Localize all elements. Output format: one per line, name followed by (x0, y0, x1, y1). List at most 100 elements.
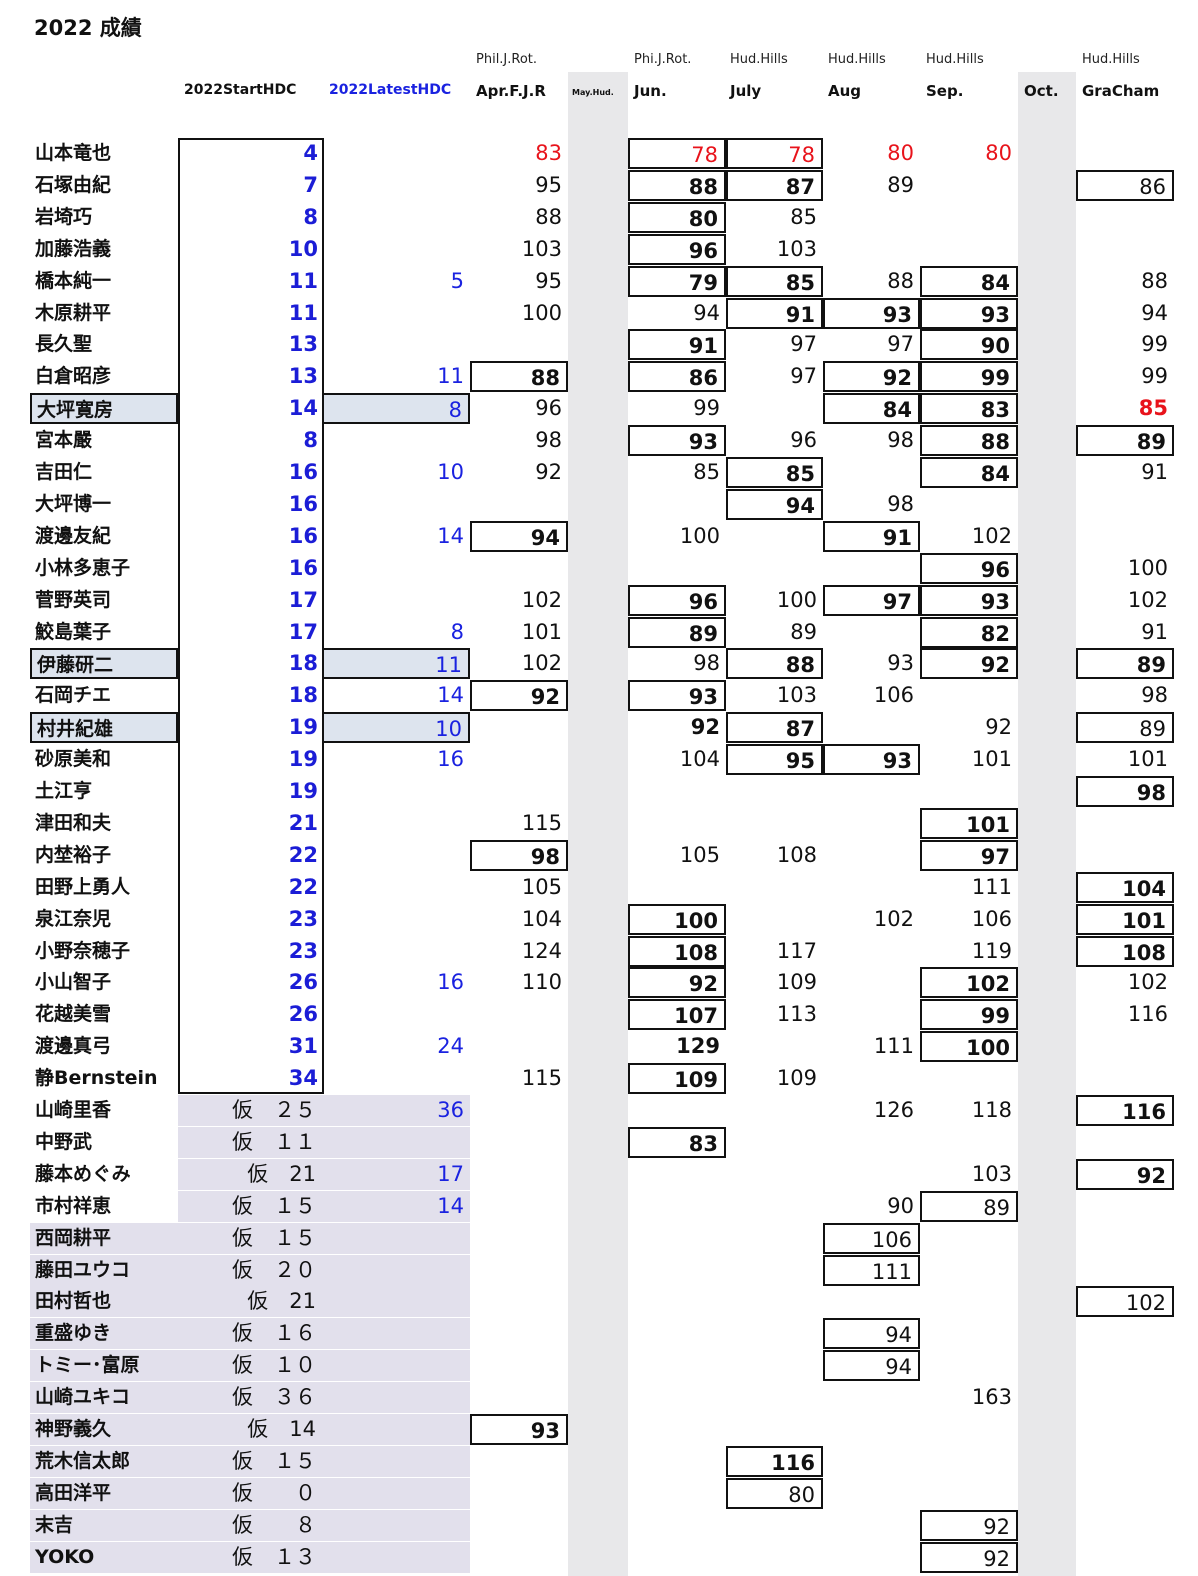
score-jul: 91 (726, 298, 823, 329)
start-hdc: 仮 １６ (178, 1318, 324, 1349)
player-name: 橋本純一 (35, 270, 112, 292)
score-jun: 107 (628, 999, 726, 1030)
latest-hdc: 24 (437, 1034, 464, 1058)
score-jul: 85 (790, 205, 817, 229)
score-jul: 85 (726, 457, 823, 488)
score-jun: 93 (628, 680, 726, 711)
oct-column-shade (1018, 72, 1076, 1576)
july-course-label: Hud.Hills (730, 52, 788, 67)
start-hdc-header: 2022StartHDC (184, 82, 297, 98)
score-apr: 83 (535, 141, 562, 165)
player-name: 泉江奈児 (35, 908, 112, 930)
score-gra: 116 (1076, 1095, 1174, 1126)
score-apr: 95 (535, 269, 562, 293)
score-apr: 124 (521, 939, 562, 963)
player-name: 石岡チエ (35, 684, 112, 706)
score-gra: 88 (1141, 269, 1168, 293)
player-name: 鮫島葉子 (35, 621, 112, 643)
score-sep: 101 (920, 808, 1018, 839)
score-gra: 89 (1076, 712, 1174, 743)
apr-course-label: Phil.J.Rot. (476, 52, 538, 67)
score-jul: 78 (726, 138, 823, 169)
latest-hdc (324, 1542, 470, 1573)
score-sep: 102 (971, 524, 1012, 548)
score-gra: 101 (1127, 747, 1168, 771)
start-hdc: 18 (288, 683, 318, 707)
start-hdc: 仮 14 (178, 1414, 324, 1445)
score-gra: 102 (1127, 588, 1168, 612)
score-apr: 92 (470, 680, 568, 711)
latest-hdc: 8 (324, 393, 470, 424)
start-hdc: 18 (288, 651, 318, 675)
start-hdc: 14 (288, 396, 318, 420)
score-aug: 111 (873, 1034, 914, 1058)
start-hdc: 17 (288, 620, 318, 644)
score-sep: 92 (920, 648, 1018, 679)
score-apr: 94 (470, 521, 568, 552)
score-aug: 97 (887, 332, 914, 356)
score-jun: 91 (628, 329, 726, 360)
score-gra: 108 (1076, 936, 1174, 967)
score-jul: 95 (726, 744, 823, 775)
score-aug: 80 (887, 141, 914, 165)
score-sep: 118 (971, 1098, 1012, 1122)
score-sep: 93 (920, 585, 1018, 616)
score-sep: 96 (920, 553, 1018, 584)
score-jul: 87 (726, 712, 823, 743)
player-name: 山崎里香 (35, 1099, 112, 1121)
score-gra: 100 (1127, 556, 1168, 580)
score-apr: 102 (521, 651, 562, 675)
score-jun: 109 (628, 1063, 726, 1094)
player-name: 小野奈穂子 (35, 940, 131, 962)
score-gra: 99 (1141, 364, 1168, 388)
start-hdc: 仮 ０ (178, 1478, 324, 1509)
player-name: 木原耕平 (35, 302, 112, 324)
score-sep: 90 (920, 329, 1018, 360)
latest-hdc (324, 1478, 470, 1509)
score-jun: 96 (628, 585, 726, 616)
score-jun: 98 (693, 651, 720, 675)
july-header: July (730, 82, 762, 100)
score-apr: 101 (521, 620, 562, 644)
score-jun: 88 (628, 170, 726, 201)
score-aug: 88 (887, 269, 914, 293)
score-aug: 97 (823, 585, 920, 616)
score-apr: 93 (470, 1414, 568, 1445)
score-gra: 85 (1138, 396, 1168, 420)
score-jun: 108 (628, 936, 726, 967)
jun-course-label: Phi.J.Rot. (634, 52, 692, 67)
score-aug: 94 (823, 1350, 920, 1381)
latest-hdc: 17 (324, 1159, 470, 1190)
score-apr: 96 (535, 396, 562, 420)
start-hdc: 16 (288, 460, 318, 484)
player-name: 内埜裕子 (35, 844, 112, 866)
player-name: トミー･富原 (30, 1350, 178, 1381)
sheet-title: 2022 成績 (34, 16, 142, 40)
score-apr: 95 (535, 173, 562, 197)
start-hdc: 11 (288, 269, 318, 293)
score-aug: 93 (823, 744, 920, 775)
score-jun: 92 (690, 715, 720, 739)
score-jun: 100 (679, 524, 720, 548)
score-apr: 105 (521, 875, 562, 899)
score-gra: 104 (1076, 872, 1174, 903)
aug-header: Aug (828, 82, 862, 100)
start-hdc: 仮 １５ (178, 1223, 324, 1254)
latest-hdc (324, 1414, 470, 1445)
score-jun: 105 (679, 843, 720, 867)
sep-course-label: Hud.Hills (926, 52, 984, 67)
score-jul: 87 (726, 170, 823, 201)
start-hdc: 11 (288, 301, 318, 325)
score-jul: 113 (776, 1002, 817, 1026)
player-name: 西岡耕平 (30, 1223, 178, 1254)
score-jul: 97 (790, 364, 817, 388)
start-hdc: 仮 １５ (178, 1446, 324, 1477)
score-jul: 88 (726, 648, 823, 679)
score-gra: 91 (1141, 620, 1168, 644)
score-apr: 88 (470, 361, 568, 392)
start-hdc: 13 (288, 364, 318, 388)
score-sep: 101 (971, 747, 1012, 771)
latest-hdc: 14 (324, 1191, 470, 1222)
score-gra: 91 (1141, 460, 1168, 484)
start-hdc: 17 (288, 588, 318, 612)
